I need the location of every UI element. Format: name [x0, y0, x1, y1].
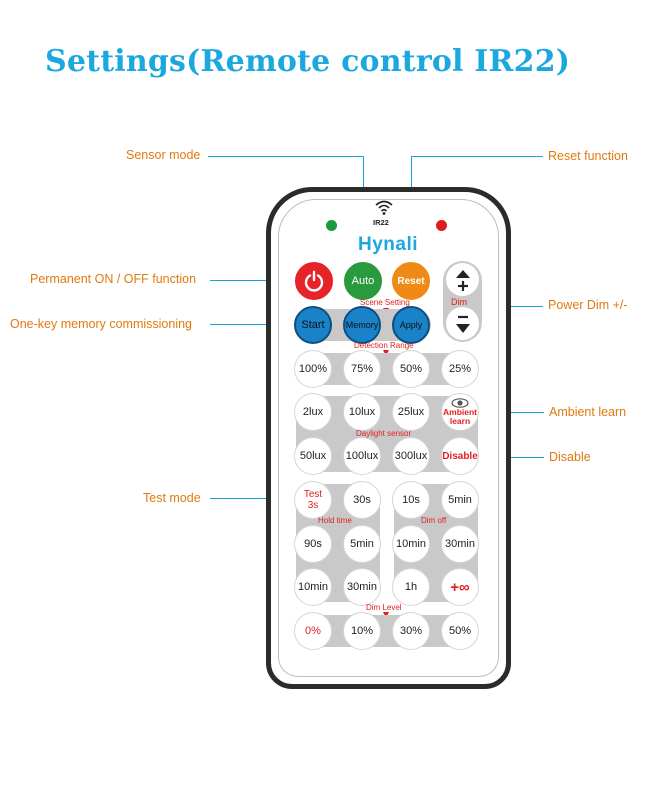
level-30-button[interactable]: 30%: [392, 612, 430, 650]
callout-reset-function: Reset function: [548, 149, 628, 163]
dim-off-label: Dim off: [421, 516, 447, 525]
dim-up-icon: [455, 269, 470, 291]
dim-minus-button[interactable]: [446, 307, 479, 340]
ir-model-label: IR22: [373, 218, 389, 227]
test-3s-button[interactable]: Test 3s: [294, 481, 332, 519]
level-50-button[interactable]: 50%: [441, 612, 479, 650]
leader-sensor-mode: [208, 156, 364, 157]
range-75-button[interactable]: 75%: [343, 350, 381, 388]
test-text: Test: [303, 489, 323, 500]
dimoff-infinite-button[interactable]: +∞: [441, 568, 479, 606]
start-button[interactable]: Start: [294, 306, 332, 344]
scene-setting-label: Scene Setting: [360, 298, 410, 307]
ambient-text: Ambient: [443, 407, 477, 417]
leader-ambient: [478, 412, 544, 413]
callout-disable: Disable: [549, 450, 591, 464]
lux-100-button[interactable]: 100lux: [343, 437, 381, 475]
lux-300-button[interactable]: 300lux: [392, 437, 430, 475]
dim-plus-button[interactable]: [446, 263, 479, 296]
callout-ambient-learn: Ambient learn: [549, 405, 627, 419]
detection-range-label: Detection Range: [354, 341, 414, 350]
hold-10min-button[interactable]: 10min: [294, 568, 332, 606]
level-0-button[interactable]: 0%: [294, 612, 332, 650]
dimoff-5min-button[interactable]: 5min: [441, 481, 479, 519]
range-50-button[interactable]: 50%: [392, 350, 430, 388]
range-25-button[interactable]: 25%: [441, 350, 479, 388]
auto-button[interactable]: Auto: [344, 262, 382, 300]
lux-25-button[interactable]: 25lux: [392, 393, 430, 431]
dimoff-10min-button[interactable]: 10min: [392, 525, 430, 563]
leader-reset: [411, 156, 543, 157]
leader-permanent: [210, 280, 296, 281]
lux-2-button[interactable]: 2lux: [294, 393, 332, 431]
learn-text: learn: [449, 416, 471, 426]
wifi-signal-icon: [375, 200, 393, 215]
apply-button[interactable]: Apply: [392, 306, 430, 344]
lux-10-button[interactable]: 10lux: [343, 393, 381, 431]
ambient-learn-button[interactable]: Ambient learn: [441, 393, 479, 431]
led-red: [436, 220, 447, 231]
lux-50-button[interactable]: 50lux: [294, 437, 332, 475]
dimoff-1h-button[interactable]: 1h: [392, 568, 430, 606]
callout-one-key-memory: One-key memory commissioning: [10, 317, 192, 331]
leader-one-key: [210, 324, 296, 325]
callout-test-mode: Test mode: [143, 491, 201, 505]
callout-permanent-on-off: Permanent ON / OFF function: [30, 272, 197, 286]
reset-button[interactable]: Reset: [392, 262, 430, 300]
led-green: [326, 220, 337, 231]
callout-power-dim: Power Dim +/-: [548, 298, 628, 312]
dim-down-icon: [455, 315, 470, 333]
eye-icon: [451, 398, 469, 408]
hold-30min-button[interactable]: 30min: [343, 568, 381, 606]
memory-button[interactable]: Memory: [343, 306, 381, 344]
range-100-button[interactable]: 100%: [294, 350, 332, 388]
remote-inner-outline: [278, 199, 499, 677]
level-10-button[interactable]: 10%: [343, 612, 381, 650]
leader-disable: [478, 457, 544, 458]
dimoff-30min-button[interactable]: 30min: [441, 525, 479, 563]
dim-level-label: Dim Level: [366, 603, 402, 612]
dimoff-10s-button[interactable]: 10s: [392, 481, 430, 519]
hold-5min-button[interactable]: 5min: [343, 525, 381, 563]
dim-label: Dim: [451, 297, 467, 307]
brand-logo: Hynali: [358, 234, 419, 255]
test-3s-text: 3s: [307, 500, 319, 511]
leader-power-dim: [480, 306, 543, 307]
hold-30s-button[interactable]: 30s: [343, 481, 381, 519]
hold-time-label: Hold time: [318, 516, 352, 525]
power-icon: [304, 270, 324, 292]
disable-button[interactable]: Disable: [441, 437, 479, 475]
daylight-sensor-label: Daylight sensor: [356, 429, 412, 438]
hold-90s-button[interactable]: 90s: [294, 525, 332, 563]
power-button[interactable]: [295, 262, 333, 300]
leader-test-mode: [210, 498, 296, 499]
page-title: Settings(Remote control IR22): [45, 44, 571, 79]
callout-sensor-mode: Sensor mode: [126, 148, 201, 162]
